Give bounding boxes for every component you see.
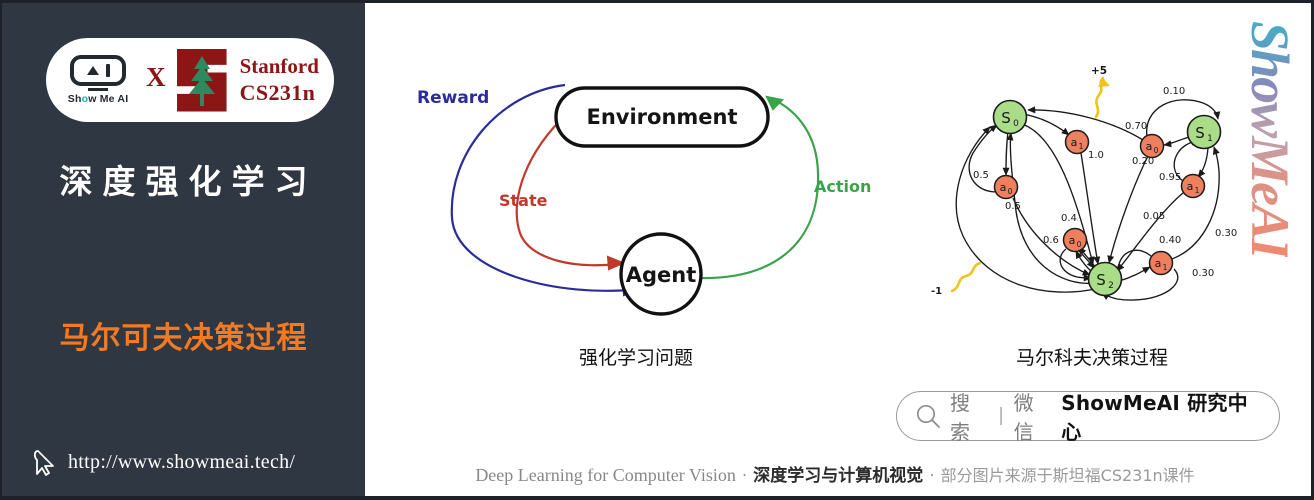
mdp-action-nodes: a 1 a 0 a 0 a 0 a 1 <box>993 129 1206 276</box>
mdp-probability-labels: 0.5 0.5 1.0 0.4 0.6 0.10 0.70 0.20 0.95 … <box>973 86 1237 279</box>
a1-right-label: a <box>1187 180 1194 193</box>
search-icon <box>916 404 940 428</box>
environment-label: Environment <box>586 105 737 129</box>
left-title-panel: Show Me AI X Stanford CS231n 深度强化学习 马尔可夫… <box>2 3 365 496</box>
stanford-cs231n-label: Stanford CS231n <box>240 53 319 107</box>
state-edge: State <box>499 115 626 271</box>
prob-label: 0.70 <box>1125 121 1147 132</box>
mdp-action-a1-bottom: a 1 <box>1148 250 1174 276</box>
reward-plus5-label: +5 <box>1091 65 1107 77</box>
reward-minus1-label: -1 <box>931 286 942 297</box>
footer-source-note: 部分图片来源于斯坦福CS231n课件 <box>940 466 1195 485</box>
agent-node: Agent <box>619 232 703 316</box>
showmeai-logo: Show Me AI <box>61 55 135 105</box>
a0-mid-label: a <box>1069 234 1076 247</box>
search-channel-label: 微信 <box>1013 391 1034 444</box>
prob-label: 0.30 <box>1215 228 1237 239</box>
mdp-action-a1-top: a 1 <box>1064 129 1090 155</box>
showmeai-wordmark: Show Me AI <box>67 93 129 105</box>
mdp-state-s0: S 0 <box>992 99 1028 135</box>
footer-sep-2: · <box>929 466 935 486</box>
mdp-action-a1-right: a 1 <box>1180 173 1206 199</box>
s0-sub: 0 <box>1013 119 1019 129</box>
mdp-state-nodes: S 0 S 1 S 2 <box>992 99 1222 297</box>
mdp-state-s1: S 1 <box>1186 114 1222 150</box>
prob-label: 0.5 <box>973 170 989 181</box>
site-url-label: http://www.showmeai.tech/ <box>68 450 296 473</box>
s1-sub: 1 <box>1207 134 1213 144</box>
mdp-state-s2: S 2 <box>1087 261 1123 297</box>
reward-label: Reward <box>417 88 489 108</box>
environment-node: Environment <box>554 86 770 148</box>
mdp-action-a0-right: a 0 <box>1139 133 1165 159</box>
mdp-action-a0-left: a 0 <box>993 174 1019 200</box>
s0-label: S <box>1001 109 1011 127</box>
reinforcement-learning-loop-diagram: Reward State Action Environment Agent <box>417 83 871 316</box>
a0-right-sub: 0 <box>1154 146 1159 155</box>
prob-label: 0.05 <box>1143 211 1165 222</box>
mdp-action-a0-mid: a 0 <box>1062 227 1088 253</box>
s2-sub: 2 <box>1108 281 1114 291</box>
a0-right-label: a <box>1146 140 1153 153</box>
prob-label: 0.20 <box>1132 156 1154 167</box>
a1-bottom-label: a <box>1155 257 1162 270</box>
mdp-edges <box>955 99 1221 301</box>
s1-label: S <box>1195 124 1205 142</box>
a0-mid-sub: 0 <box>1077 240 1082 249</box>
prob-label: 0.10 <box>1163 86 1185 97</box>
stanford-line1: Stanford <box>239 54 319 79</box>
prob-label: 0.30 <box>1192 268 1214 279</box>
footer-sep-1: · <box>741 466 748 486</box>
a1-right-sub: 1 <box>1195 186 1200 195</box>
wechat-search-pill[interactable]: 搜索 | 微信 ShowMeAI 研究中心 <box>896 391 1280 444</box>
search-divider: | <box>998 405 1004 426</box>
action-edge: Action <box>697 95 871 280</box>
robot-face-icon <box>70 55 127 86</box>
robot-neck-icon <box>88 88 109 91</box>
footer-bar: Deep Learning for Computer Vision·深度学习与计… <box>380 461 1290 486</box>
stanford-block-s-icon <box>176 48 227 112</box>
prob-label: 0.6 <box>1043 235 1059 246</box>
search-account-label: ShowMeAI 研究中心 <box>1061 391 1248 444</box>
reward-plus5: +5 <box>1091 65 1110 119</box>
prob-label: 0.40 <box>1159 235 1181 246</box>
search-placeholder-label: 搜索 <box>950 391 970 444</box>
footer-chinese: 深度学习与计算机视觉 <box>753 466 924 486</box>
a0-left-sub: 0 <box>1008 187 1013 196</box>
s2-label: S <box>1096 271 1106 289</box>
a1-top-label: a <box>1071 136 1078 149</box>
cursor-arrow-icon <box>33 450 54 476</box>
reward-minus1: -1 <box>931 261 982 297</box>
site-url-row[interactable]: http://www.showmeai.tech/ <box>32 448 295 476</box>
markov-decision-process-diagram: +5 -1 S 0 S 1 S 2 <box>931 65 1237 301</box>
agent-label: Agent <box>626 263 697 287</box>
prob-label: 0.5 <box>1005 201 1021 212</box>
a1-top-sub: 1 <box>1079 142 1084 151</box>
prob-label: 0.95 <box>1159 172 1181 183</box>
rl-diagram-caption: 强化学习问题 <box>578 347 693 369</box>
collab-x-label: X <box>146 61 166 92</box>
stanford-line2: CS231n <box>239 80 316 106</box>
prob-label: 0.4 <box>1061 213 1077 224</box>
mdp-diagram-caption: 马尔科夫决策过程 <box>1015 347 1168 369</box>
page-subtitle: 马尔可夫决策过程 <box>59 321 308 356</box>
action-label: Action <box>814 177 871 196</box>
page-title: 深度强化学习 <box>59 162 318 201</box>
footer-english: Deep Learning for Computer Vision <box>475 465 736 485</box>
a0-left-label: a <box>1000 181 1007 194</box>
logo-badge: Show Me AI X Stanford CS231n <box>46 38 334 122</box>
prob-label: 1.0 <box>1088 150 1104 161</box>
state-label: State <box>499 191 548 210</box>
a1-bottom-sub: 1 <box>1163 263 1168 272</box>
